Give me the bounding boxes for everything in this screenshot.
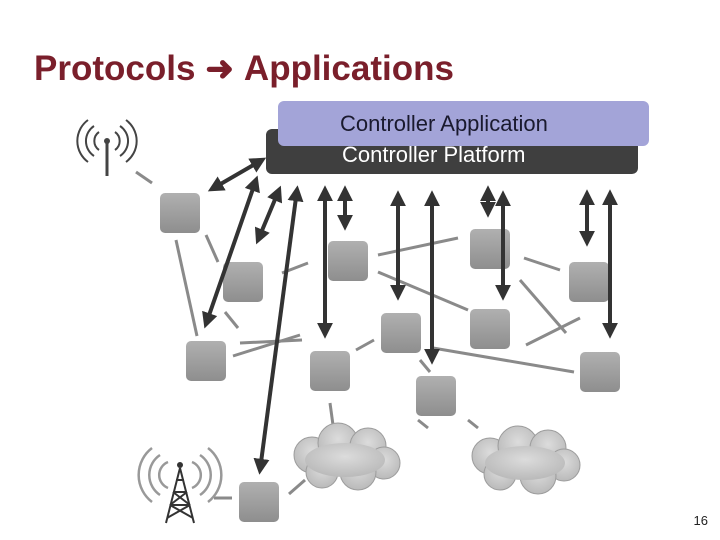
switch-node-icon xyxy=(416,376,456,416)
link xyxy=(328,402,335,426)
switch-node-icon xyxy=(381,313,421,353)
link xyxy=(288,478,306,496)
cloud-icon xyxy=(471,425,581,495)
control-channel-arrow xyxy=(254,185,283,245)
link xyxy=(523,256,561,272)
link xyxy=(418,359,432,373)
page-number: 16 xyxy=(693,513,708,528)
cell-tower-icon xyxy=(137,447,223,524)
switch-node-icon xyxy=(310,351,350,391)
link xyxy=(432,346,575,374)
wireless-access-point-icon xyxy=(76,119,138,176)
switch-node-icon xyxy=(186,341,226,381)
switch-node-icon xyxy=(470,309,510,349)
link xyxy=(467,418,479,430)
switch-nodes xyxy=(160,193,620,522)
link xyxy=(355,338,375,352)
link xyxy=(174,239,199,337)
link xyxy=(518,279,568,334)
switch-node-icon xyxy=(580,352,620,392)
control-channel-arrow xyxy=(253,185,304,475)
link xyxy=(135,170,153,185)
controller-application-label: Controller Application xyxy=(340,111,548,136)
right-arrow-icon: ➜ xyxy=(205,50,234,88)
switch-node-icon xyxy=(160,193,200,233)
title-applications: Applications xyxy=(243,49,454,88)
switch-node-icon xyxy=(569,262,609,302)
title-protocols: Protocols xyxy=(34,49,196,88)
link xyxy=(417,418,429,430)
control-channel-arrow xyxy=(202,175,260,329)
switch-node-icon xyxy=(328,241,368,281)
controller-application-box: Controller Application xyxy=(278,101,649,146)
switch-node-icon xyxy=(239,482,279,522)
controller-platform-label: Controller Platform xyxy=(342,142,526,167)
slide-title: Protocols ➜ Applications xyxy=(34,44,454,94)
link xyxy=(525,316,581,347)
